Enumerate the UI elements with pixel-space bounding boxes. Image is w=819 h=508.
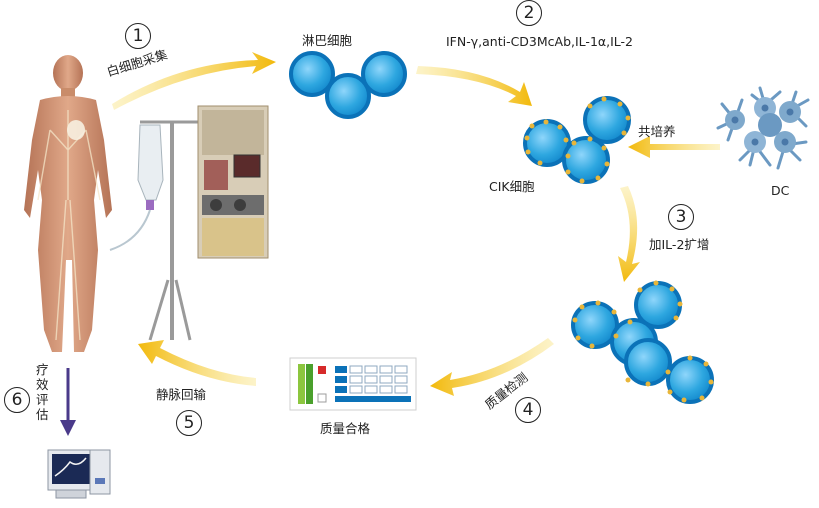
step-number-2: 2 xyxy=(516,0,542,26)
arrow-coculture xyxy=(628,136,720,158)
lymphocyte-label: 淋巴细胞 xyxy=(302,33,353,48)
quality-pass-label: 质量合格 xyxy=(320,421,371,436)
arrow-efficacy xyxy=(60,368,76,436)
arrow-infusion xyxy=(138,340,256,386)
step-number-1: 1 xyxy=(125,23,151,49)
step-number-3: 3 xyxy=(668,204,694,230)
arrow-induction xyxy=(416,66,532,106)
quality-panel xyxy=(289,357,417,411)
expanded-cik-cells xyxy=(571,280,714,404)
lymphocyte-cells xyxy=(289,51,407,119)
efficacy-char: 评 xyxy=(36,392,49,407)
computer-monitor xyxy=(47,449,111,499)
step-label-induction: IFN-γ,anti-CD3McAb,IL-1α,IL-2 xyxy=(446,34,633,49)
dendritic-cells xyxy=(716,86,810,170)
dc-label: DC xyxy=(771,183,790,198)
efficacy-char: 疗 xyxy=(36,362,49,377)
step-label-infusion: 静脉回输 xyxy=(156,387,207,402)
human-body-figure xyxy=(24,55,112,352)
step-number-4: 4 xyxy=(515,397,541,423)
coculture-label: 共培养 xyxy=(638,124,676,139)
arrow-expansion xyxy=(618,186,640,282)
efficacy-char: 效 xyxy=(36,377,49,392)
step-number-6: 6 xyxy=(4,387,30,413)
cik-label: CIK细胞 xyxy=(489,179,535,194)
step-number-5: 5 xyxy=(176,410,202,436)
step-label-expansion: 加IL-2扩增 xyxy=(649,237,710,252)
apheresis-machine xyxy=(109,105,269,341)
arrow-collection xyxy=(112,52,276,110)
efficacy-char: 估 xyxy=(36,407,49,422)
cik-cells xyxy=(523,96,631,184)
arrow-quality xyxy=(430,338,554,396)
step-label-efficacy: 疗 效 评 估 xyxy=(36,362,50,422)
